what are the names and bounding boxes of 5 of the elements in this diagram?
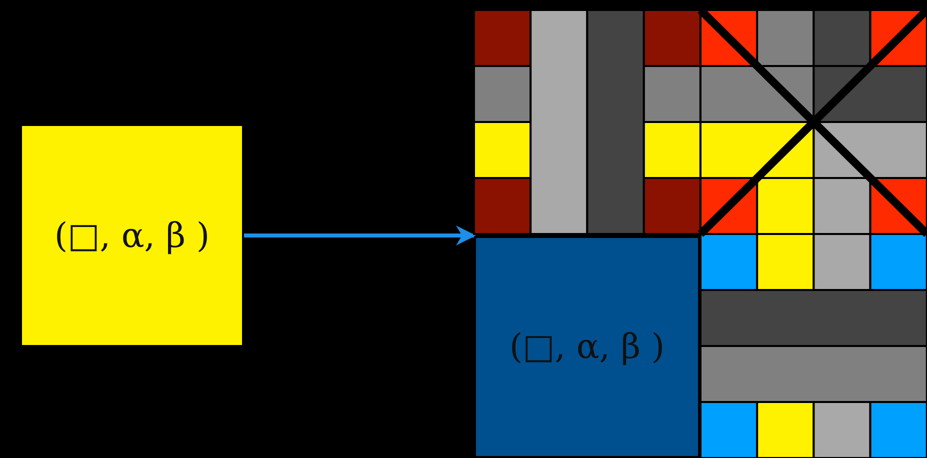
arrow [244,226,476,246]
tuple-box [20,124,244,347]
tuple-label: (□, α, β ) [53,216,211,256]
tuple-label: (□, α, β ) [508,327,666,367]
tuple-box [474,236,700,458]
